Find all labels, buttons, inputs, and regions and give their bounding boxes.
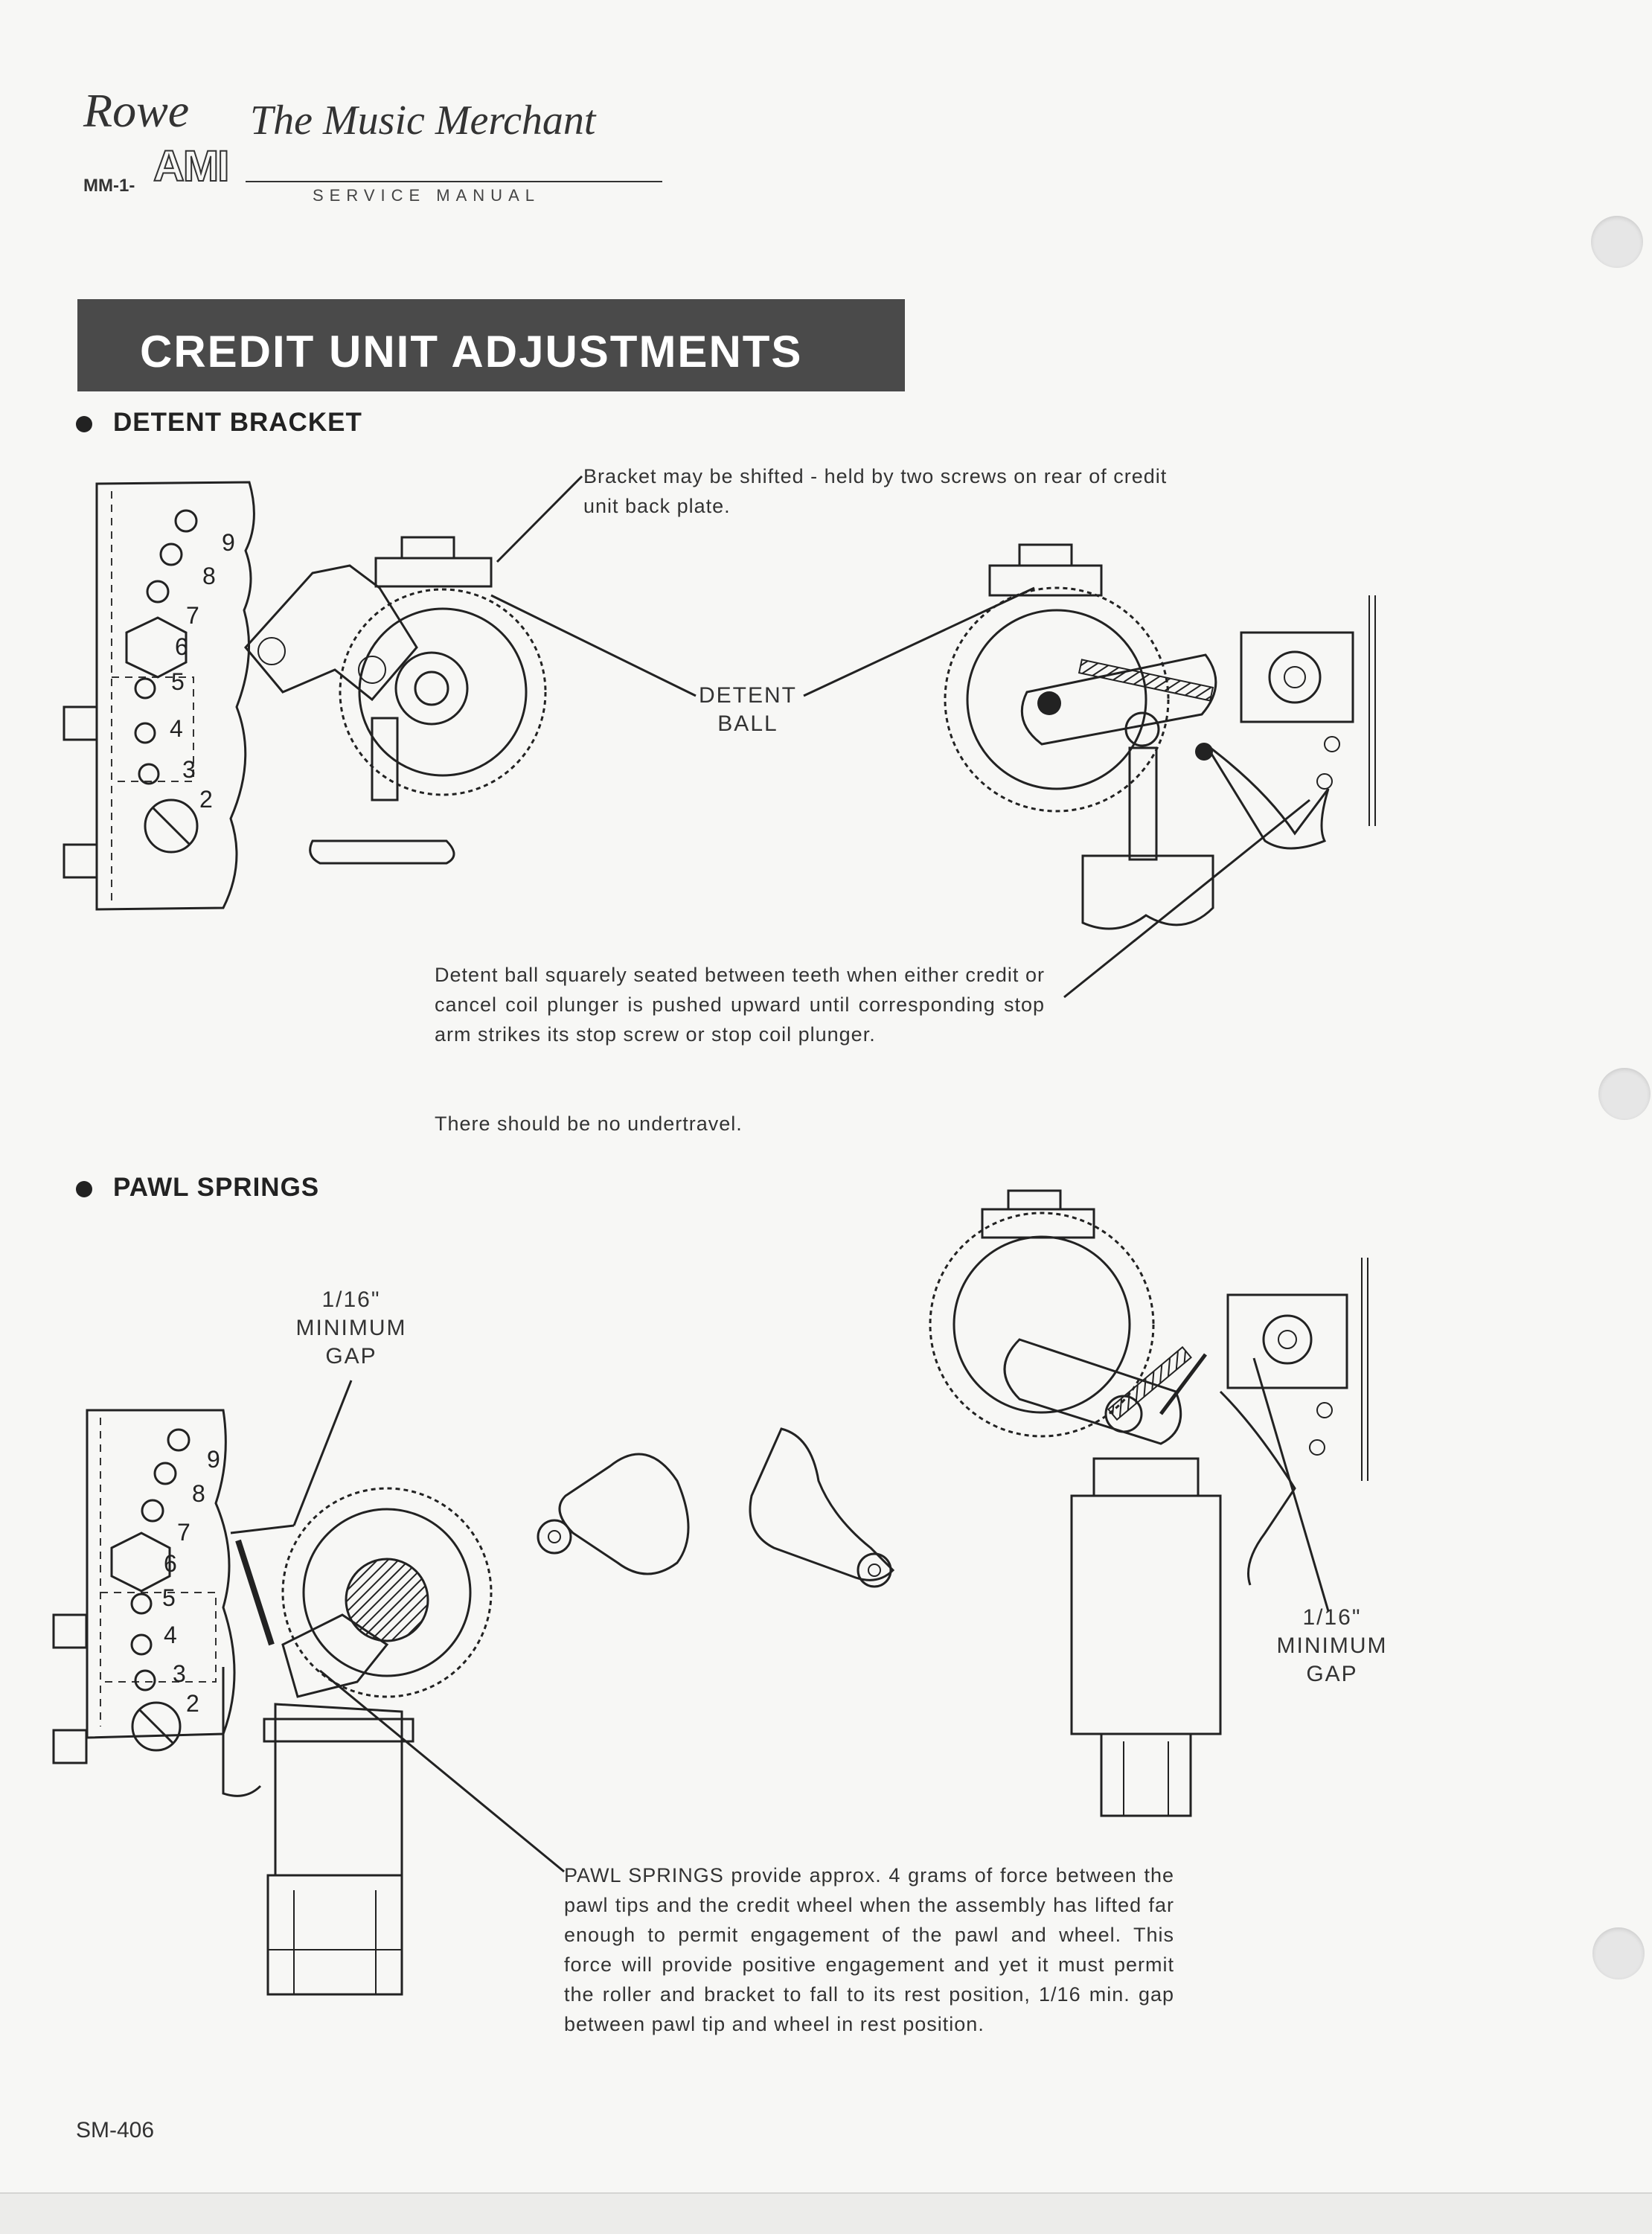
detent-heading-text: DETENT BRACKET bbox=[113, 408, 362, 437]
gap-right-line3: GAP bbox=[1306, 1662, 1358, 1686]
undertravel-note: There should be no undertravel. bbox=[435, 1113, 743, 1135]
punch-hole-top bbox=[1591, 216, 1643, 268]
gap-label-right: 1/16" MINIMUM GAP bbox=[1250, 1604, 1414, 1689]
scale-digit: 4 bbox=[164, 1622, 177, 1648]
detent-bracket-figure-left: 9 8 7 6 5 4 3 2 bbox=[63, 481, 547, 911]
bracket-note: Bracket may be shifted - held by two scr… bbox=[583, 465, 1168, 517]
bullet-icon bbox=[76, 415, 92, 432]
ami-logo: AMI bbox=[153, 141, 230, 191]
scale-digit: 8 bbox=[202, 563, 216, 589]
scale-digit: 4 bbox=[170, 715, 183, 742]
pawl-springs-heading: PAWL SPRINGS bbox=[76, 1173, 319, 1203]
scale-digit: 6 bbox=[175, 633, 188, 660]
scale-digit: 8 bbox=[192, 1480, 205, 1507]
credit-wheel-pawl-right bbox=[929, 1212, 1155, 1438]
credit-wheel-pawl-left bbox=[281, 1487, 493, 1698]
leader-lines-detent bbox=[490, 475, 1310, 999]
bullet-icon bbox=[76, 1180, 92, 1197]
pawl-springs-note: PAWL SPRINGS provide approx. 4 grams of … bbox=[564, 1864, 1174, 2035]
gap-right-line2: MINIMUM bbox=[1276, 1633, 1388, 1658]
scale-digit: 2 bbox=[199, 786, 213, 813]
pawl-springs-figure-left: 9 8 7 6 5 4 3 2 bbox=[52, 1409, 493, 1996]
banner-title: CREDIT UNIT ADJUSTMENTS bbox=[140, 327, 803, 377]
detent-label-line1: DETENT bbox=[699, 683, 797, 708]
gap-label-left: 1/16" MINIMUM GAP bbox=[269, 1286, 433, 1371]
rowe-brand: Rowe bbox=[83, 84, 190, 137]
scale-digit: 5 bbox=[171, 668, 185, 695]
scale-digit: 3 bbox=[182, 756, 196, 783]
hex-nut bbox=[125, 616, 188, 679]
scale-digit: 9 bbox=[207, 1446, 220, 1473]
scale-digit: 9 bbox=[222, 529, 235, 556]
detent-bracket-figure-right bbox=[944, 543, 1376, 930]
hatched-pawl bbox=[1078, 659, 1214, 702]
scale-digit: 7 bbox=[177, 1519, 191, 1546]
gap-right-line1: 1/16" bbox=[1302, 1605, 1362, 1630]
bottom-edge bbox=[0, 2192, 1652, 2234]
gap-left-line1: 1/16" bbox=[321, 1287, 381, 1312]
scale-digit: 7 bbox=[186, 602, 199, 629]
gap-left-line3: GAP bbox=[325, 1344, 377, 1369]
hatched-roller bbox=[345, 1558, 429, 1642]
punch-hole-bottom bbox=[1592, 1927, 1645, 1979]
model-number: MM-1- bbox=[83, 176, 135, 196]
scale-numbers-top: 9 8 7 6 5 4 3 2 bbox=[170, 529, 235, 813]
scale-holes-bottom bbox=[130, 1428, 191, 1691]
pawl-springs-figure-right bbox=[929, 1189, 1368, 1817]
scale-holes-top bbox=[134, 509, 198, 785]
leader-lines-pawl bbox=[230, 1357, 1330, 1873]
section-banner: CREDIT UNIT ADJUSTMENTS bbox=[77, 299, 905, 391]
scale-digit: 3 bbox=[173, 1660, 186, 1687]
detent-ball-label: DETENT BALL bbox=[692, 682, 804, 738]
detent-bracket-heading: DETENT BRACKET bbox=[76, 408, 362, 438]
manual-subtitle: SERVICE MANUAL bbox=[313, 186, 540, 205]
detent-bracket-left bbox=[374, 557, 493, 588]
title-rule bbox=[246, 181, 662, 182]
scale-numbers-bottom: 9 8 7 6 5 4 3 2 bbox=[162, 1446, 220, 1717]
scale-digit: 5 bbox=[162, 1584, 176, 1611]
scale-digit: 2 bbox=[186, 1690, 199, 1717]
manual-title: The Music Merchant bbox=[250, 97, 596, 144]
page-code: SM-406 bbox=[76, 2118, 155, 2142]
detent-label-line2: BALL bbox=[717, 711, 778, 736]
detent-bracket-right bbox=[988, 564, 1103, 597]
credit-wheel-left bbox=[339, 588, 547, 796]
punch-hole-middle bbox=[1598, 1068, 1651, 1120]
gap-left-line2: MINIMUM bbox=[295, 1316, 407, 1340]
pawl-exploded-views bbox=[537, 1427, 895, 1588]
adjust-screw bbox=[144, 798, 199, 854]
credit-wheel-right bbox=[944, 586, 1170, 813]
detent-seat-note: Detent ball squarely seated between teet… bbox=[435, 964, 1045, 1046]
pawl-heading-text: PAWL SPRINGS bbox=[113, 1173, 320, 1202]
